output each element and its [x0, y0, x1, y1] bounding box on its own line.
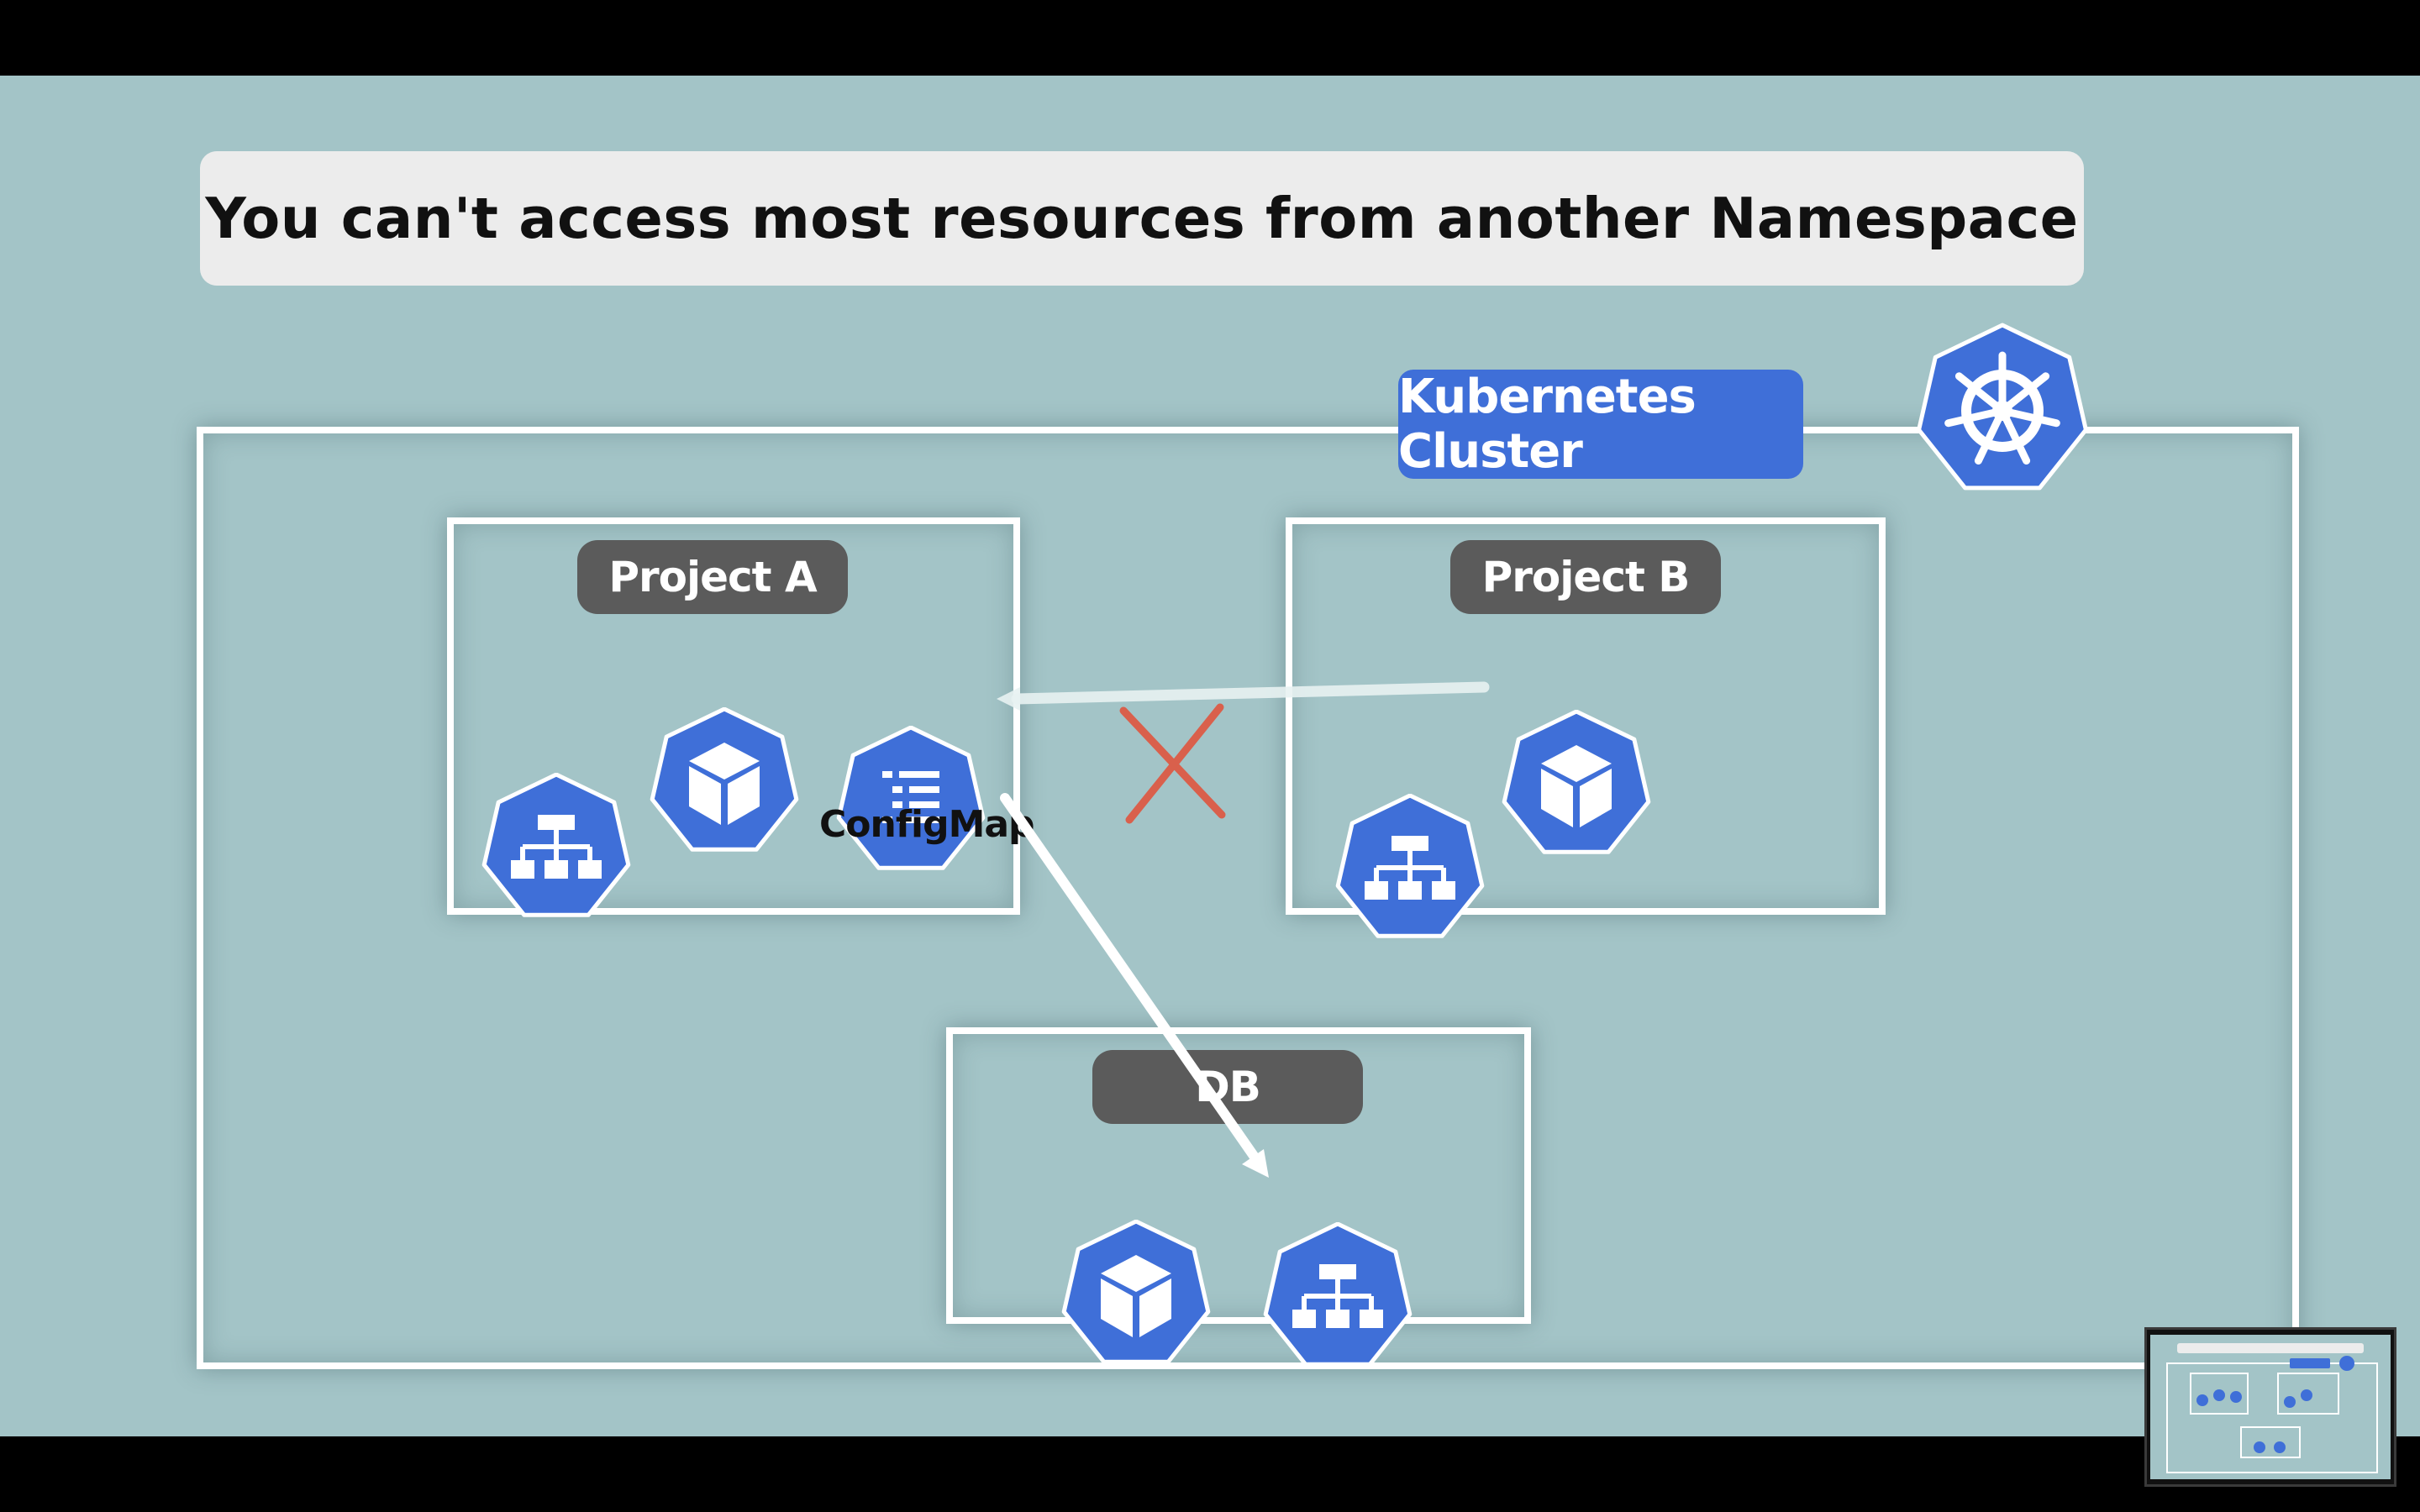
service-icon [1263, 1222, 1413, 1367]
pod-icon [1061, 1220, 1211, 1364]
kubernetes-helm-icon [1917, 323, 2088, 491]
title-banner: You can't access most resources from ano… [200, 151, 2084, 286]
pod-icon [1502, 710, 1651, 854]
preview-thumbnail[interactable] [2144, 1327, 2396, 1487]
namespace-label-project-a: Project A [577, 540, 848, 614]
namespace-frame-db [946, 1027, 1531, 1324]
allowed-access-arrow [1000, 793, 1269, 1178]
configmap-icon [836, 726, 986, 870]
configmap-caption: ConfigMap [819, 803, 1035, 846]
blocked-access-arrow [997, 681, 1490, 711]
connections-layer [997, 681, 1490, 1178]
pod-icon [650, 707, 799, 852]
cluster-frame [197, 427, 2299, 1369]
slide: You can't access most resources from ano… [0, 76, 2420, 1436]
namespace-frame-project-a [447, 517, 1020, 915]
deny-x-icon [1119, 703, 1226, 824]
cluster-label: Kubernetes Cluster [1398, 370, 1803, 479]
namespace-label-project-b: Project B [1450, 540, 1721, 614]
preview-thumbnail-image [2150, 1335, 2391, 1479]
slide-title: You can't access most resources from ano… [205, 186, 2079, 251]
service-icon [481, 773, 631, 917]
service-icon [1335, 794, 1485, 938]
namespace-frame-project-b [1286, 517, 1886, 915]
